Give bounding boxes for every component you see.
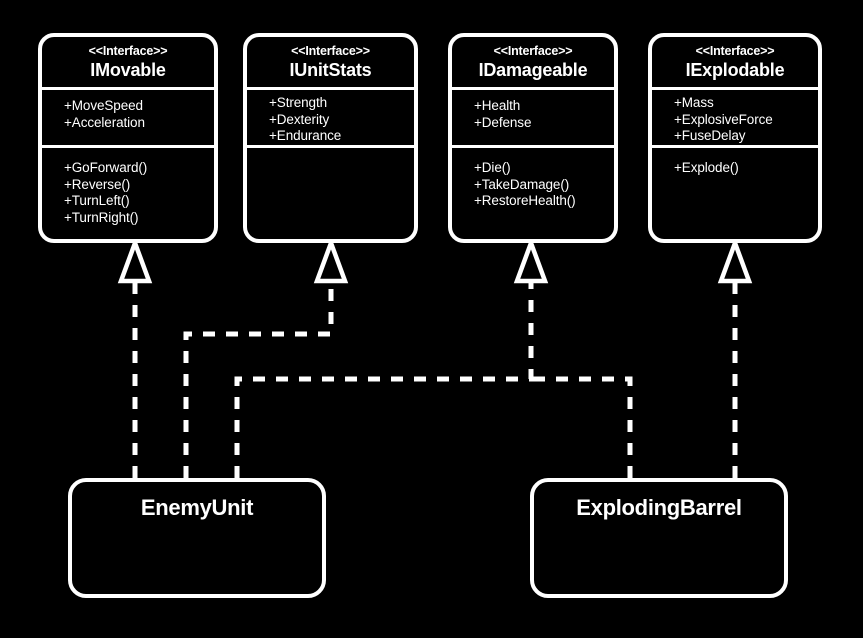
attribute-item: +Endurance (269, 128, 342, 143)
interface-name: IDamageable (478, 60, 588, 80)
compartment-divider (452, 145, 614, 148)
operation-item: +TakeDamage() (474, 176, 570, 192)
interface-header-idamageable: <<Interface>> IDamageable (452, 37, 614, 87)
stereotype-label: <<Interface>> (695, 44, 775, 58)
compartment-divider (42, 87, 214, 90)
class-box-explodingbarrel[interactable]: ExplodingBarrel (530, 478, 788, 598)
operations-compartment-imovable: +GoForward() +Reverse() +TurnLeft() +Tur… (42, 148, 214, 234)
realization-explodingbarrel-idamageable (531, 376, 633, 478)
operation-item: +Die() (474, 160, 511, 175)
realization-enemyunit-iunitstats (183, 236, 349, 478)
attribute-item: +ExplosiveForce (674, 111, 773, 127)
interface-header-iunitstats: <<Interface>> IUnitStats (247, 37, 414, 87)
stereotype-label: <<Interface>> (493, 44, 573, 58)
class-box-enemyunit[interactable]: EnemyUnit (68, 478, 326, 598)
operation-item: +Explode() (674, 160, 739, 175)
interface-name: IUnitStats (289, 60, 372, 80)
interface-box-iunitstats[interactable]: <<Interface>> IUnitStats +Strength +Dext… (243, 33, 418, 243)
operations-compartment-iunitstats (247, 148, 414, 164)
interface-box-iexplodable[interactable]: <<Interface>> IExplodable +Mass +Explosi… (648, 33, 822, 243)
interface-header-iexplodable: <<Interface>> IExplodable (652, 37, 818, 87)
interface-box-imovable[interactable]: <<Interface>> IMovable +MoveSpeed +Accel… (38, 33, 218, 243)
attributes-compartment-iexplodable: +Mass +ExplosiveForce +FuseDelay (652, 90, 818, 145)
compartment-divider (247, 145, 414, 148)
compartment-divider (652, 145, 818, 148)
attributes-compartment-idamageable: +Health +Defense (452, 90, 614, 145)
operations-compartment-iexplodable: +Explode() (652, 148, 818, 185)
compartment-divider (652, 87, 818, 90)
interface-name: IExplodable (685, 60, 785, 80)
attribute-item: +MoveSpeed (64, 98, 143, 113)
interface-box-idamageable[interactable]: <<Interface>> IDamageable +Health +Defen… (448, 33, 618, 243)
operation-item: +TurnRight() (64, 209, 139, 225)
operation-item: +GoForward() (64, 160, 148, 175)
class-name: EnemyUnit (140, 495, 254, 520)
operation-item: +Reverse() (64, 176, 131, 192)
realization-enemyunit-imovable (117, 236, 153, 478)
stereotype-label: <<Interface>> (88, 44, 168, 58)
attribute-item: +FuseDelay (674, 128, 746, 143)
operation-item: +RestoreHealth() (474, 193, 576, 208)
attributes-compartment-imovable: +MoveSpeed +Acceleration (42, 90, 214, 145)
attribute-item: +Acceleration (64, 114, 145, 130)
attribute-item: +Defense (474, 114, 532, 130)
attributes-compartment-iunitstats: +Strength +Dexterity +Endurance (247, 90, 414, 145)
interface-name: IMovable (90, 60, 166, 80)
operation-item: +TurnLeft() (64, 193, 130, 208)
compartment-divider (42, 145, 214, 148)
realization-explodingbarrel-iexplodable (717, 236, 753, 478)
stereotype-label: <<Interface>> (291, 44, 370, 58)
realization-enemyunit-idamageable (234, 236, 549, 478)
attribute-item: +Strength (269, 95, 328, 110)
operations-compartment-idamageable: +Die() +TakeDamage() +RestoreHealth() (452, 148, 614, 218)
attribute-item: +Mass (674, 95, 714, 110)
class-name: ExplodingBarrel (576, 495, 742, 520)
attribute-item: +Dexterity (269, 111, 330, 127)
interface-header-imovable: <<Interface>> IMovable (42, 37, 214, 87)
compartment-divider (452, 87, 614, 90)
compartment-divider (247, 87, 414, 90)
attribute-item: +Health (474, 98, 521, 113)
